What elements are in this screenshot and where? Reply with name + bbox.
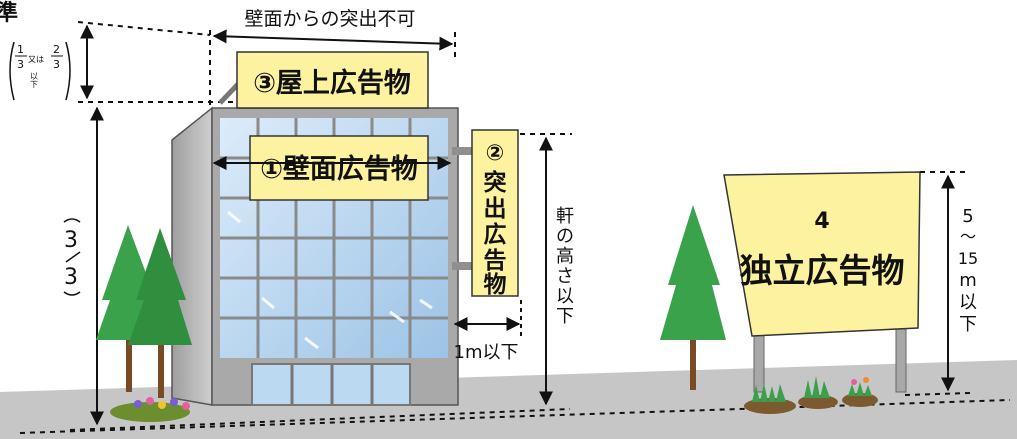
ratio-left-denominator: 3 (17, 58, 24, 71)
projecting-sign-char-3: 広 (484, 221, 507, 248)
ratio-suffix: 以下 (30, 72, 39, 89)
projecting-sign-char-4: 告 (484, 248, 507, 274)
building-ground-dashed (69, 408, 571, 431)
projecting-sign-char-2: 出 (484, 196, 507, 222)
wall-sign-label: ①壁面広告物 (260, 153, 418, 185)
standalone-sign-board (723, 171, 921, 337)
projecting-sign-board (471, 129, 519, 297)
eave-char-6: 下 (556, 306, 574, 327)
wall-projection-note: 壁面からの突出不可 (244, 8, 415, 30)
projection-limit-label: 1m以下 (454, 342, 519, 363)
standalone-height-6: 下 (959, 314, 977, 335)
standalone-sign-label: 独立広告物 (740, 251, 905, 290)
eave-char-1: 軒 (556, 206, 574, 227)
rooftop-sign-board (236, 51, 429, 109)
standalone-height-3: 15 (958, 249, 978, 268)
ratio-left-numerator: 1 (17, 43, 24, 56)
eave-char-4: さ (556, 266, 574, 287)
standalone-height-5: 以 (959, 292, 977, 313)
building-ratio-note: 3 3 (63, 218, 81, 296)
eave-height-note: 軒 の 高 さ 以 下 (556, 206, 574, 327)
standalone-height-4: m (959, 270, 977, 291)
rooftop-sign: ③屋上広告物 (218, 51, 429, 109)
standalone-ground-dashed (904, 392, 971, 396)
eave-char-2: の (556, 226, 574, 247)
building-side (171, 106, 213, 406)
projecting-sign-char-1: 突 (484, 169, 507, 196)
header-partial-char: 準 (0, 0, 18, 26)
planters (744, 376, 878, 414)
rooftop-ratio-note: 1 3 又は 2 3 以下 (9, 41, 71, 101)
standalone-sign: 4 独立広告物 (723, 171, 921, 393)
ratio-right-denominator: 3 (53, 58, 60, 71)
flower-bed (110, 397, 190, 422)
standalone-height-1: 5 (962, 206, 973, 227)
rooftop-sign-label: ③屋上広告物 (253, 67, 411, 99)
projecting-sign-number: ② (486, 141, 505, 166)
standalone-height-note: 5 〜 15 m 以 下 (958, 206, 978, 335)
ratio-right-numerator: 2 (53, 43, 60, 56)
wall-sign: ①壁面広告物 (212, 135, 452, 201)
projecting-sign: ② 突 出 広 告 物 (452, 129, 519, 298)
rooftop-top-dashed-line (77, 21, 211, 36)
eave-char-5: 以 (556, 286, 574, 307)
ratio-connector: 又は (28, 55, 44, 64)
tree-right (660, 205, 726, 390)
building-ratio-denominator: 3 (64, 265, 78, 290)
projecting-sign-char-5: 物 (484, 271, 507, 298)
wall-projection-arrow (212, 29, 454, 51)
eave-char-3: 高 (556, 246, 574, 267)
tree-left (96, 225, 192, 398)
standalone-sign-number: 4 (814, 209, 829, 234)
building-ratio-numerator: 3 (64, 228, 78, 253)
standalone-height-2: 〜 (960, 227, 976, 246)
